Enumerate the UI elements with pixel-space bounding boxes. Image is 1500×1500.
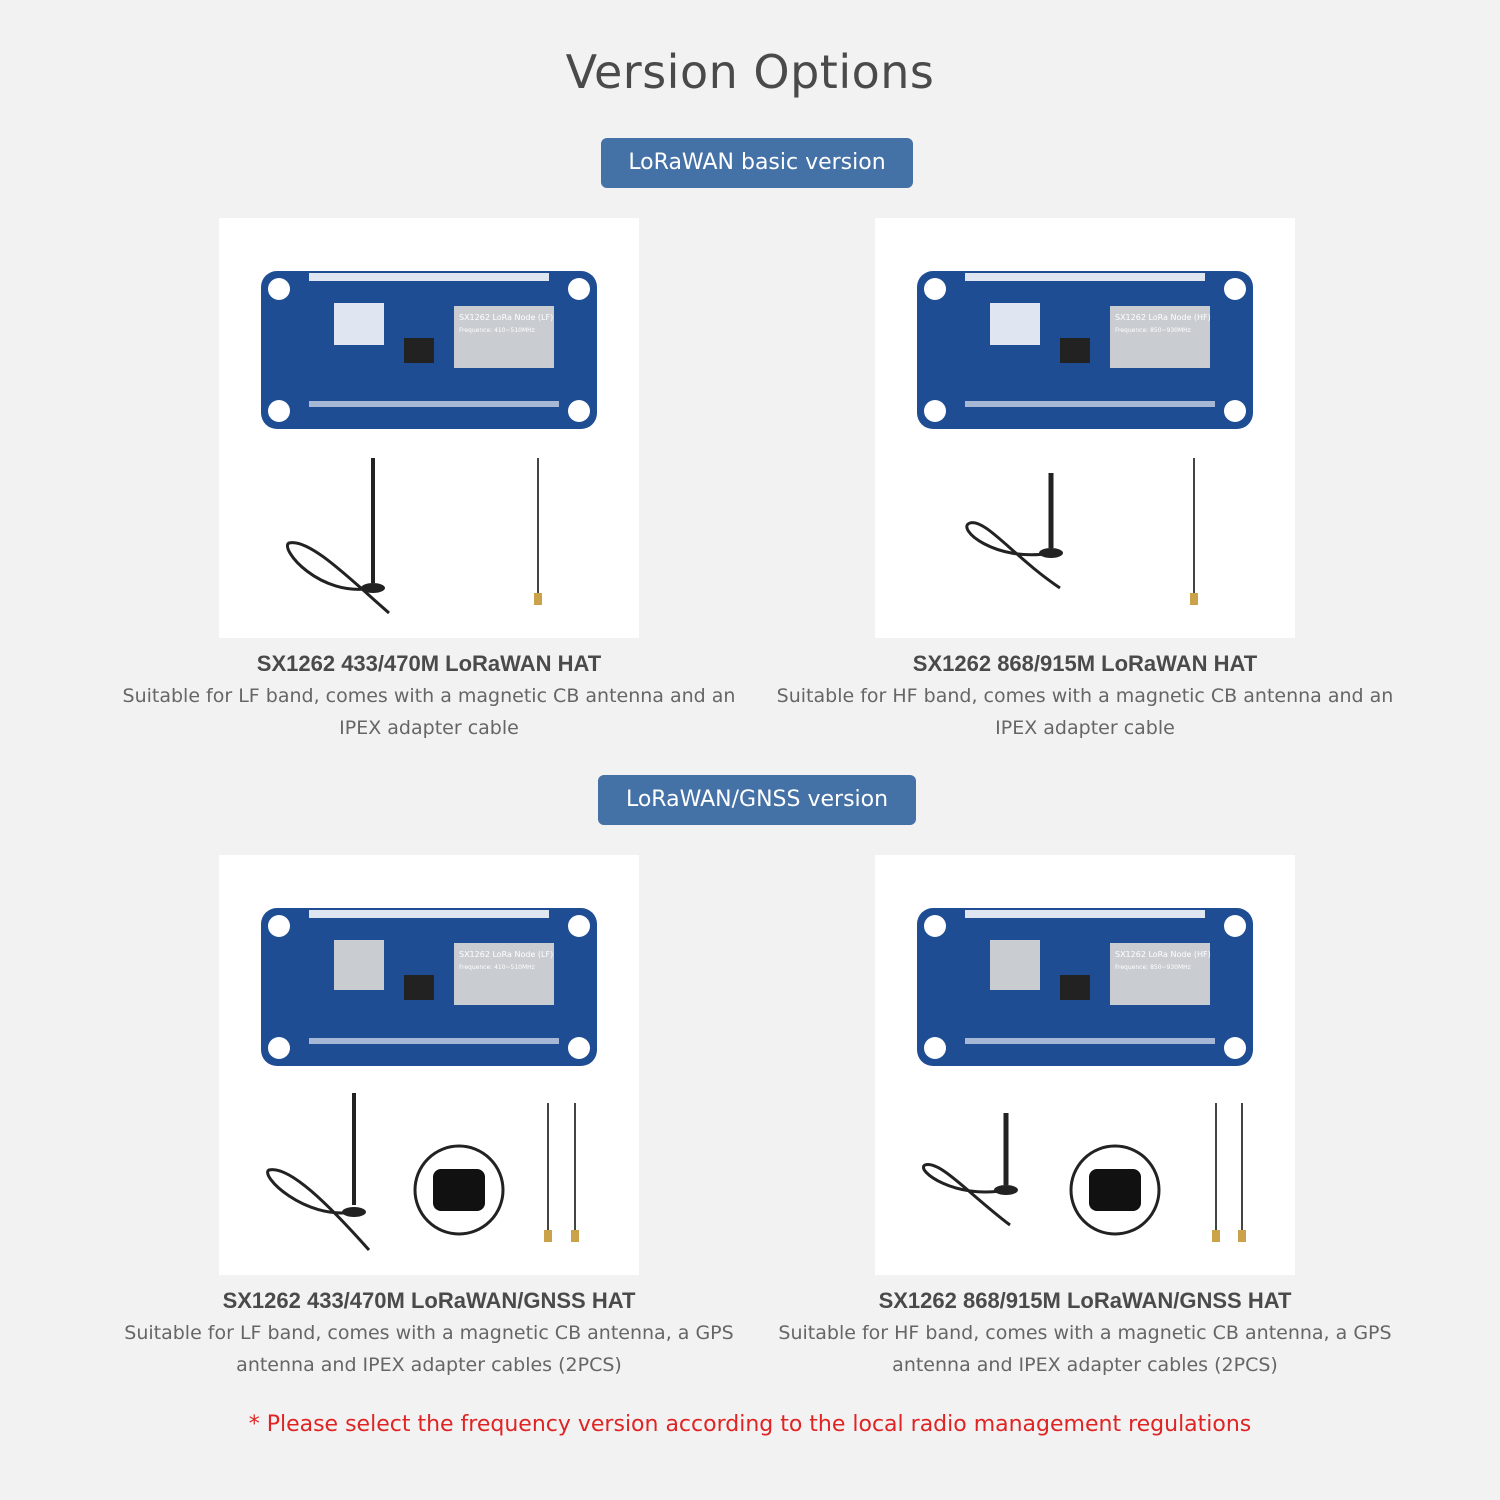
product-description: Suitable for LF band, comes with a magne… xyxy=(122,685,736,739)
module-spec: Frequence: 410~510MHz xyxy=(459,327,535,334)
ipex-adapter-cables xyxy=(1212,1103,1246,1242)
product-image-card: SX1262 LoRa Node (HF) Frequence: 850~930… xyxy=(875,855,1295,1275)
product-name: SX1262 433/470M LoRaWAN/GNSS HAT xyxy=(222,1288,636,1313)
product-description: Suitable for HF band, comes with a magne… xyxy=(778,1322,1392,1376)
product-name: SX1262 868/915M LoRaWAN/GNSS HAT xyxy=(878,1288,1292,1313)
product-caption: SX1262 433/470M LoRaWAN/GNSS HAT Suitabl… xyxy=(101,1285,757,1381)
hat-product-illustration: SX1262 LoRa Node (HF) Frequence: 850~930… xyxy=(917,271,1253,605)
ipex-adapter-cables xyxy=(544,1103,579,1242)
module-label: SX1262 LoRa Node (LF) xyxy=(459,313,553,322)
product-image-card: SX1262 LoRa Node (LF) Frequence: 410~510… xyxy=(219,218,639,638)
regulation-note: * Please select the frequency version ac… xyxy=(248,1412,1252,1437)
hat-product-illustration: SX1262 LoRa Node (LF) Frequence: 410~510… xyxy=(261,908,597,1251)
module-label: SX1262 LoRa Node (HF) xyxy=(1115,950,1211,959)
product-image-card: SX1262 LoRa Node (LF) Frequence: 410~510… xyxy=(219,855,639,1275)
module-label: SX1262 LoRa Node (HF) xyxy=(1115,313,1211,322)
gps-antenna xyxy=(1069,1144,1161,1236)
product-caption: SX1262 433/470M LoRaWAN HAT Suitable for… xyxy=(101,648,757,744)
magnetic-cb-antenna xyxy=(266,1093,371,1251)
ipex-adapter-cable xyxy=(534,458,542,605)
page-title: Version Options xyxy=(565,45,935,99)
magnetic-cb-antenna xyxy=(965,473,1063,590)
module-spec: Frequence: 850~930MHz xyxy=(1115,964,1191,971)
section-pill-gnss: LoRaWAN/GNSS version xyxy=(598,775,916,825)
gps-antenna xyxy=(413,1144,505,1236)
product-description: Suitable for LF band, comes with a magne… xyxy=(124,1322,734,1376)
product-description: Suitable for HF band, comes with a magne… xyxy=(776,685,1394,739)
section-pill-basic: LoRaWAN basic version xyxy=(601,138,913,188)
product-caption: SX1262 868/915M LoRaWAN/GNSS HAT Suitabl… xyxy=(757,1285,1413,1381)
pcb-board xyxy=(917,908,1253,1066)
module-spec: Frequence: 410~510MHz xyxy=(459,964,535,971)
ipex-adapter-cable xyxy=(1190,458,1198,605)
magnetic-cb-antenna xyxy=(921,1113,1018,1227)
pcb-board xyxy=(917,271,1253,429)
hat-product-illustration: SX1262 LoRa Node (HF) Frequence: 850~930… xyxy=(917,908,1253,1242)
hat-product-illustration: SX1262 LoRa Node (LF) Frequence: 410~510… xyxy=(261,271,597,615)
pcb-board xyxy=(261,271,597,429)
product-name: SX1262 433/470M LoRaWAN HAT xyxy=(256,651,602,676)
product-name: SX1262 868/915M LoRaWAN HAT xyxy=(912,651,1258,676)
pcb-board xyxy=(261,908,597,1066)
product-image-card: SX1262 LoRa Node (HF) Frequence: 850~930… xyxy=(875,218,1295,638)
module-spec: Frequence: 850~930MHz xyxy=(1115,327,1191,334)
module-label: SX1262 LoRa Node (LF) xyxy=(459,950,553,959)
magnetic-cb-antenna xyxy=(286,458,390,615)
product-caption: SX1262 868/915M LoRaWAN HAT Suitable for… xyxy=(757,648,1413,744)
